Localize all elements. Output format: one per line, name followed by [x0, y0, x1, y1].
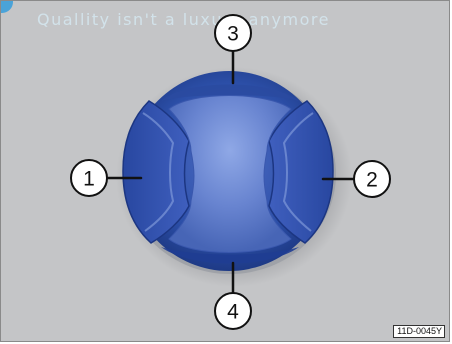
callout-3: 3 [214, 14, 252, 52]
callout-3-circle [214, 14, 252, 52]
callout-4: 4 [214, 292, 252, 330]
knob-left-pad[interactable] [122, 100, 190, 244]
callout-2: 2 [353, 160, 391, 198]
knob-center-face[interactable] [168, 95, 292, 253]
rotary-knob-diagram: 1 2 3 4 [70, 14, 391, 330]
callout-2-label: 2 [366, 169, 378, 192]
callout-2-circle [353, 160, 391, 198]
callout-1: 1 [70, 159, 108, 197]
reference-code: 11D-0045Y [393, 325, 445, 338]
knob-right-pad-highlight [282, 112, 314, 232]
knob-top-edge [161, 84, 299, 101]
knob-bottom-edge [161, 247, 299, 264]
knob-left-pad-highlight [142, 112, 175, 232]
callout-1-circle [70, 159, 108, 197]
callout-1-label: 1 [83, 168, 95, 191]
callout-4-circle [214, 292, 252, 330]
callout-4-label: 4 [227, 301, 239, 324]
callout-3-label: 3 [227, 23, 239, 46]
watermark-text: Quallity isn't a luxury anymore [37, 10, 330, 29]
